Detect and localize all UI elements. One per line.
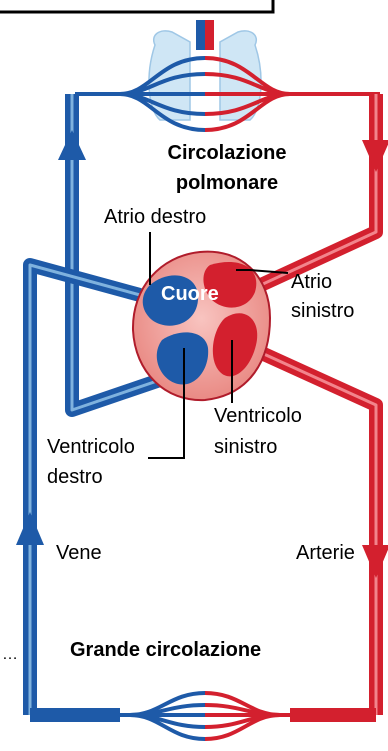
arrow-icon-veins-up xyxy=(16,512,44,545)
left-ventricle-label-line2: sinistro xyxy=(214,436,278,458)
lungs-icon xyxy=(148,20,262,121)
veins-label: Vene xyxy=(56,542,102,564)
right-atrium-label: Atrio destro xyxy=(104,206,207,228)
pulmonary-capillaries xyxy=(75,56,380,132)
arteries-label: Arterie xyxy=(296,542,355,564)
heart-label: Cuore xyxy=(161,283,219,305)
arrow-icon-arteries-down xyxy=(362,545,388,578)
left-atrium-label-line1: Atrio xyxy=(291,271,333,293)
systemic-capillaries xyxy=(100,691,300,741)
side-dots: … xyxy=(2,646,18,663)
arrow-icon-pulmonary-up xyxy=(58,130,86,160)
leader-lines xyxy=(148,232,289,459)
arrow-icon-pulmonary-down xyxy=(362,140,388,172)
right-ventricle-label-line2: destro xyxy=(47,466,103,488)
pulmonary-title-line1: Circolazione xyxy=(167,142,287,164)
leader-right-ventricle xyxy=(148,348,185,459)
top-frame xyxy=(0,0,275,14)
systemic-circulation-label: Grande circolazione xyxy=(70,639,262,661)
heart-icon xyxy=(131,250,272,402)
venous-vessels xyxy=(23,94,163,722)
left-ventricle-label-line1: Ventricolo xyxy=(214,405,302,427)
left-atrium-label-line2: sinistro xyxy=(291,300,355,322)
right-ventricle-label-line1: Ventricolo xyxy=(47,436,135,458)
pulmonary-title-line2: polmonare xyxy=(175,172,279,194)
leader-left-atrium xyxy=(236,269,289,274)
